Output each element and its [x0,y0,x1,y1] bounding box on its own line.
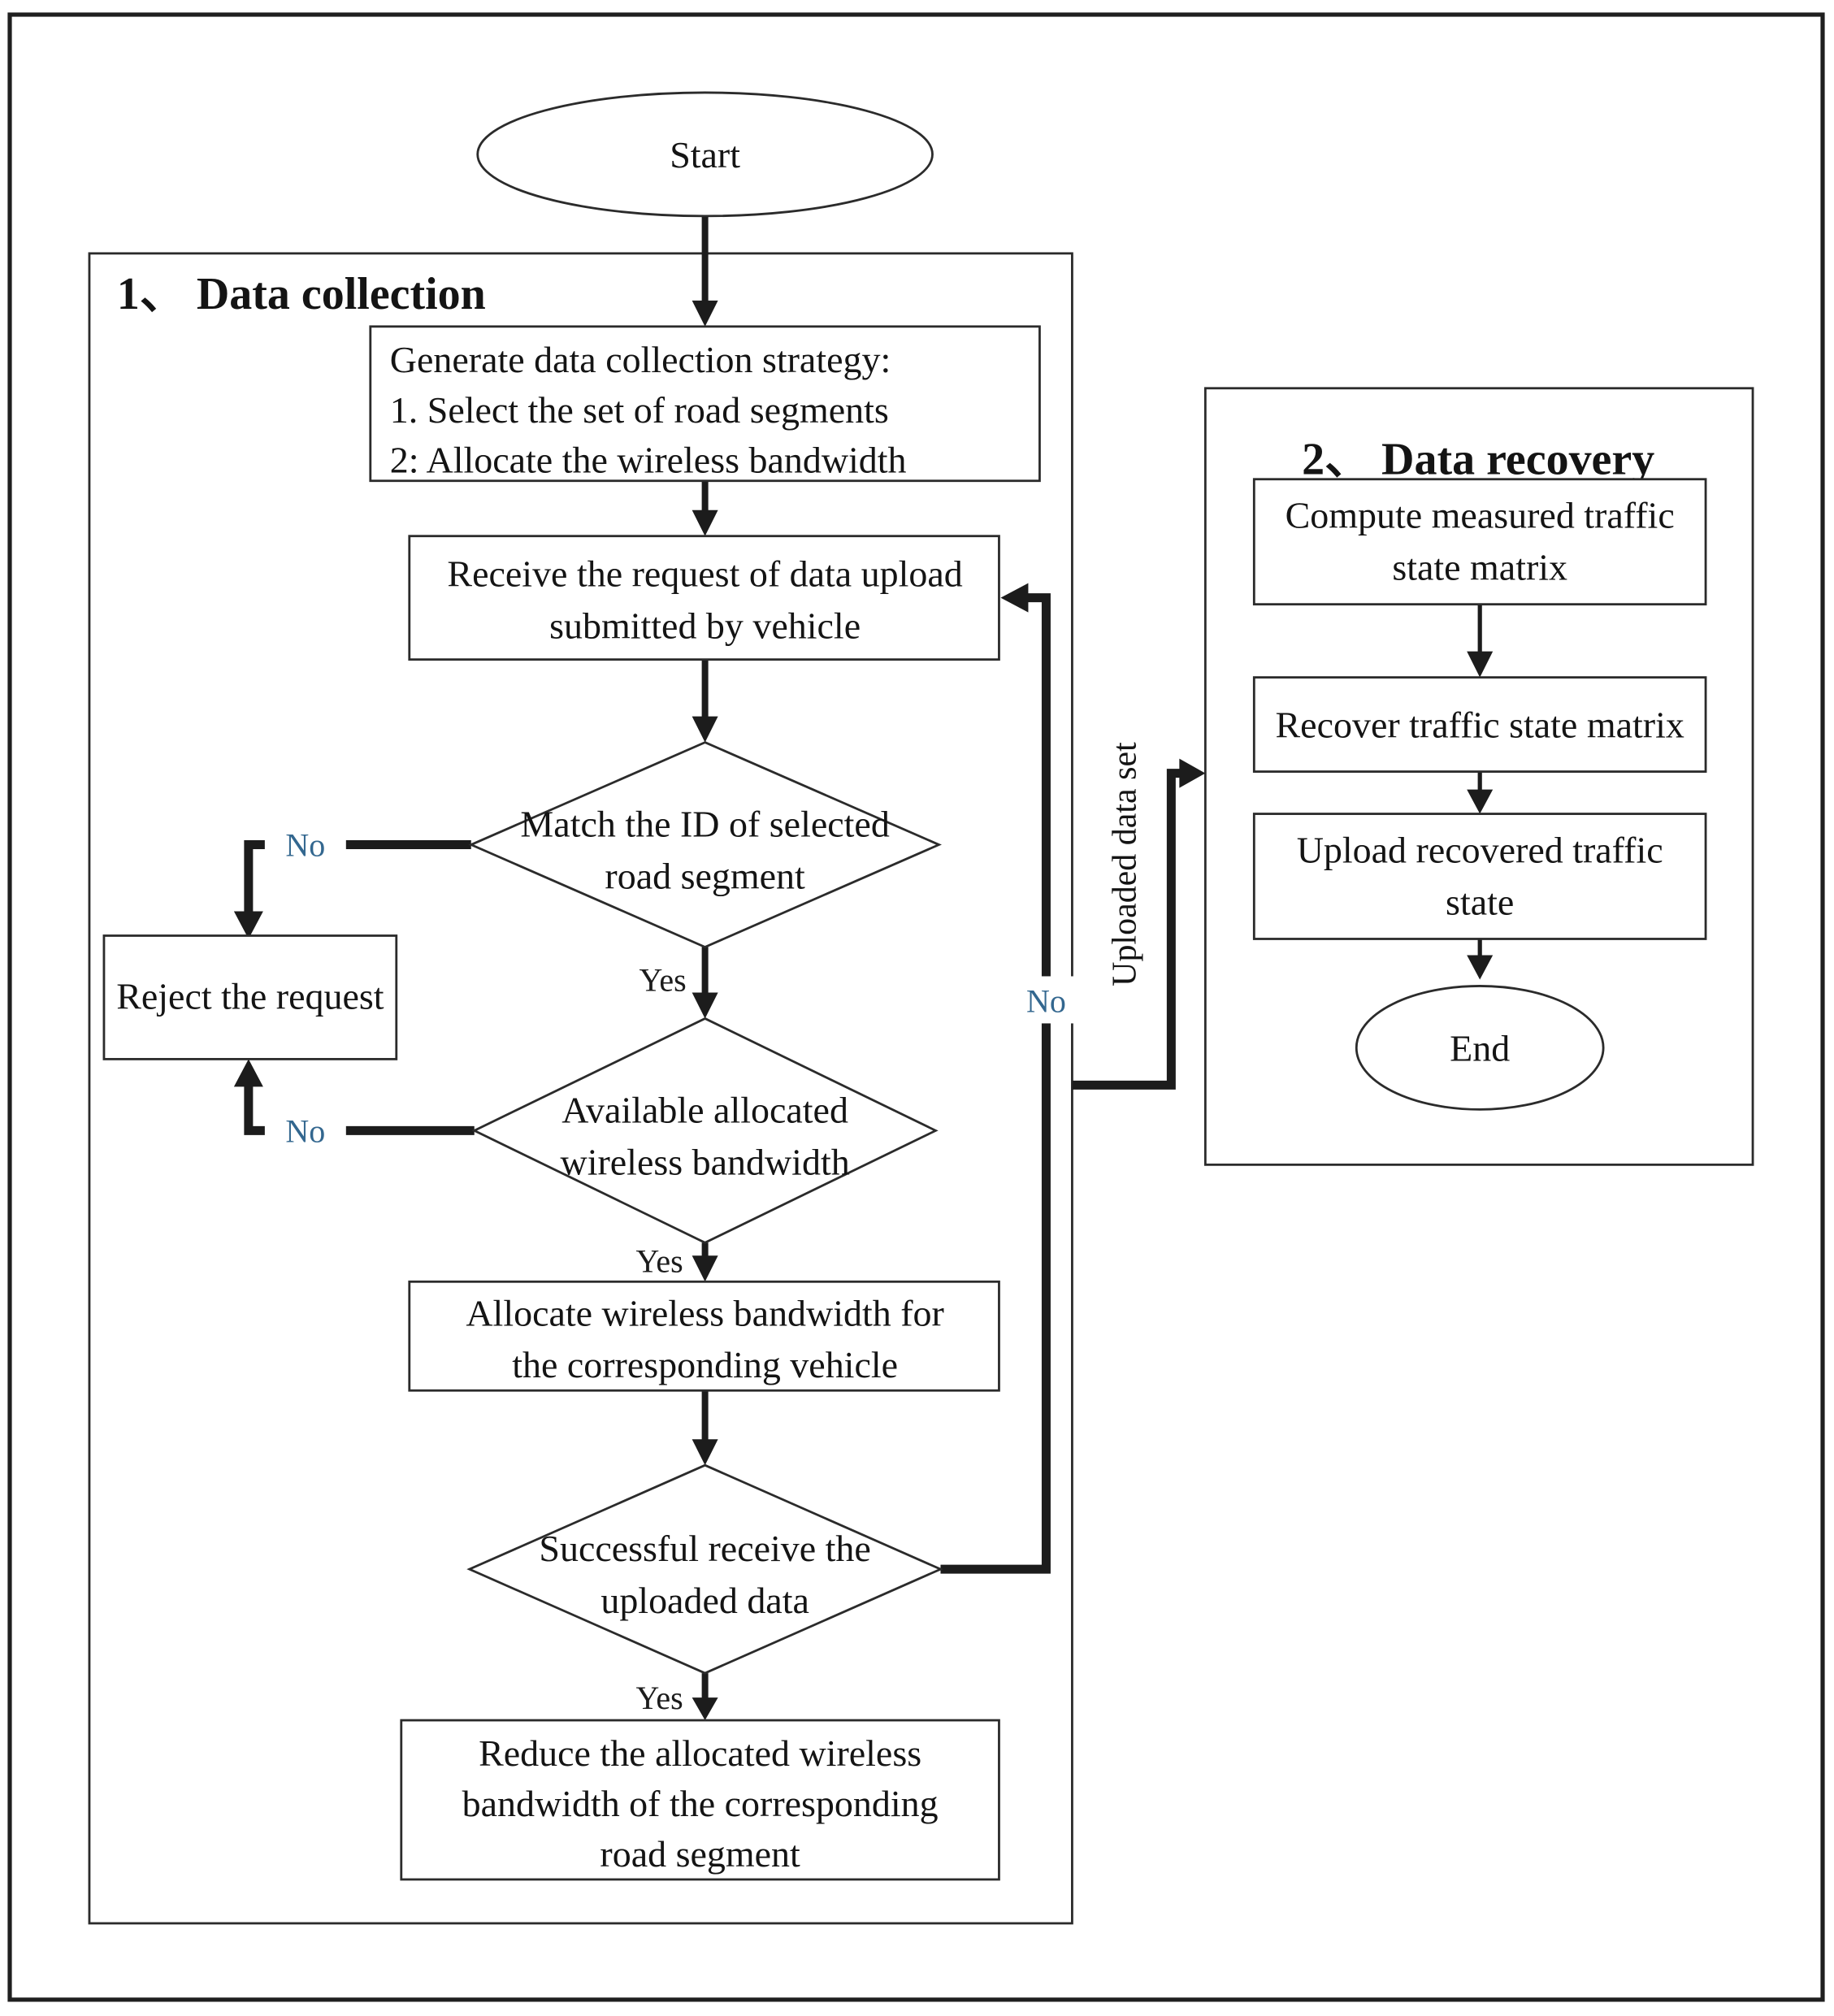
receive-line-1: Receive the request of data upload [447,553,962,595]
reduce-line-1: Reduce the allocated wireless [479,1732,921,1774]
data-recovery-title: 2、 Data recovery [1302,435,1654,485]
reduce-line-3: road segment [600,1833,800,1875]
generate-line-3: 2: Allocate the wireless bandwidth [390,440,907,481]
arrowhead-recover-upload [1467,789,1494,814]
arrowhead-available-allocate [692,1255,718,1282]
reduce-line-2: bandwidth of the corresponding [462,1783,939,1824]
upload-line-2: state [1446,881,1514,922]
upload-state-node [1252,813,1707,940]
generate-strategy-node [369,325,1041,483]
data-recovery-panel [1203,387,1754,1166]
no3-label-mask [1007,976,1086,1024]
arrowhead-generate-receive [692,509,718,536]
figure-border [7,12,1825,2002]
available-line-2: wireless bandwidth [561,1141,850,1182]
edge-successful-no-receive [940,593,1051,1574]
yes2-label: Yes [636,1242,683,1279]
upload-line-1: Upload recovered traffic [1297,830,1663,871]
arrowhead-upload-end [1467,955,1494,980]
no2-label-mask [264,1106,346,1154]
match-line-1: Match the ID of selected [520,804,889,845]
arrowhead-available-no-reject [233,1059,263,1087]
edge-available-no-reject [244,1072,475,1135]
yes1-label: Yes [640,961,687,998]
no1-label-mask [264,820,346,868]
compute-line-1: Compute measured traffic [1286,495,1675,536]
recover-matrix-node [1252,676,1707,773]
recover-label: Recover traffic state matrix [1276,705,1684,746]
data-collection-title: 1、 Data collection [117,269,486,319]
available-bandwidth-decision [471,1017,939,1244]
uploaded-data-set-label: Uploaded data set [1106,742,1143,986]
reject-request-node [102,934,398,1060]
reduce-bandwidth-node [400,1719,1000,1881]
arrowhead-successful-no-receive [1000,583,1029,613]
reject-label: Reject the request [116,975,384,1017]
compute-matrix-node [1252,478,1707,606]
arrowhead-start-generate [692,300,718,327]
receive-request-node [408,535,1000,661]
yes3-label: Yes [636,1680,683,1716]
allocate-bandwidth-node [408,1280,1000,1392]
edge-match-no-reject [244,840,471,930]
no2-label: No [285,1112,325,1149]
arrowhead-allocate-successful [692,1439,718,1466]
end-label: End [1450,1027,1510,1069]
no3-label: No [1026,982,1066,1019]
arrowhead-receive-match [692,716,718,743]
arrowhead-match-no-reject [233,911,263,939]
receive-line-2: submitted by vehicle [549,605,861,647]
generate-line-2: 1. Select the set of road segments [390,389,889,431]
successful-receive-decision [466,1463,943,1675]
start-label: Start [670,134,740,176]
no1-label: No [285,827,325,864]
successful-line-2: uploaded data [600,1580,809,1621]
allocate-line-1: Allocate wireless bandwidth for [466,1292,943,1333]
match-line-2: road segment [605,856,805,897]
available-line-1: Available allocated [561,1089,848,1130]
arrowhead-match-available [692,992,718,1019]
generate-line-1: Generate data collection strategy: [390,339,891,380]
arrowhead-compute-recover [1467,651,1494,678]
arrowhead-successful-reduce [692,1697,718,1721]
allocate-line-2: the corresponding vehicle [512,1344,898,1385]
successful-line-1: Successful receive the [539,1528,870,1569]
start-node [476,91,934,218]
edge-uploaded-data-set [1072,769,1183,1090]
match-id-decision [468,741,942,949]
compute-line-2: state matrix [1392,547,1567,588]
end-node [1355,985,1605,1111]
arrowhead-uploaded-data-set [1179,758,1206,788]
